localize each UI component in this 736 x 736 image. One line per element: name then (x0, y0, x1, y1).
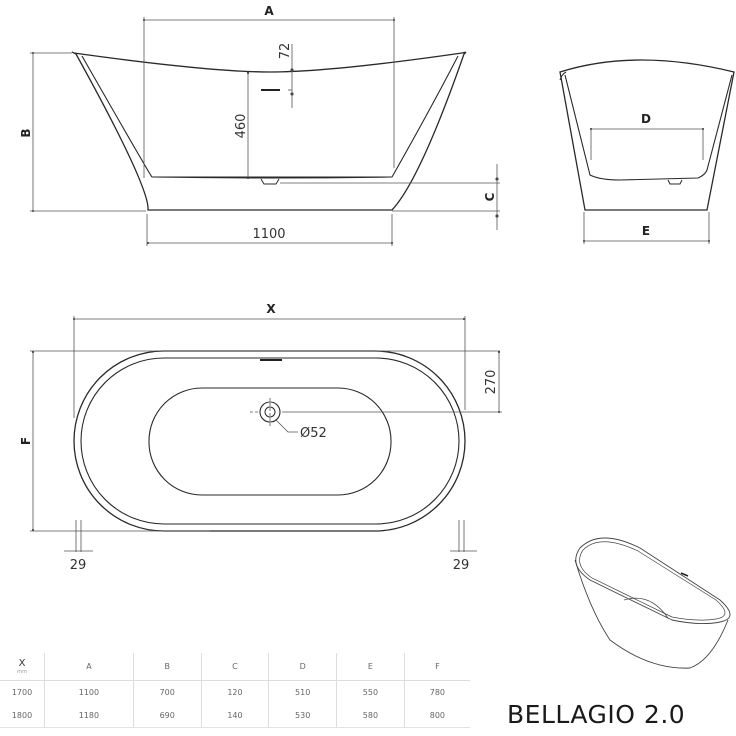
tub-end-outline (559, 59, 735, 211)
dim-base-length: 1100 (252, 227, 285, 242)
spec-table: X mm A B C D E F 1700 1100 700 120 510 5… (0, 653, 470, 728)
drain-outer-icon (259, 401, 281, 423)
end-view (559, 59, 735, 211)
cell-x: 1700 (11, 688, 33, 697)
dim-drain-diameter: Ø52 (300, 426, 327, 441)
cell-f: 800 (403, 704, 470, 728)
cell-b: 690 (132, 704, 202, 728)
side-view (71, 51, 467, 211)
tub-top-basin (148, 387, 392, 496)
dim-rim-left: 29 (70, 558, 87, 573)
top-view-dimensions (30, 316, 502, 552)
cell-f: 780 (403, 680, 470, 704)
side-view-dimensions (30, 17, 500, 246)
table-row: 1800 1180 690 140 530 580 800 (0, 704, 470, 728)
dim-label-b: B (19, 128, 33, 137)
cell-e: 550 (336, 680, 405, 704)
product-name: BELLAGIO 2.0 (507, 700, 686, 729)
cell-e: 580 (336, 704, 405, 728)
header-f: F (403, 653, 470, 681)
cell-c: 140 (200, 704, 269, 728)
header-e: E (336, 653, 405, 681)
dim-label-c: C (483, 192, 497, 201)
header-d: D (268, 653, 337, 681)
spec-table-header: X mm A B C D E F (0, 653, 470, 681)
dim-label-x: X (266, 302, 276, 316)
header-c: C (200, 653, 269, 681)
dim-label-d: D (641, 112, 651, 126)
table-row: 1700 1100 700 120 510 550 780 (0, 680, 470, 704)
dim-inner-depth: 460 (234, 114, 249, 139)
cell-c: 120 (200, 680, 269, 704)
cell-a: 1180 (44, 704, 134, 728)
cell-d: 530 (268, 704, 337, 728)
tub-top-outer-rim (73, 350, 466, 532)
perspective-body (574, 559, 729, 669)
tub-side-inner (81, 55, 459, 178)
cell-x: 1800 (0, 704, 45, 728)
dim-rim-right: 29 (453, 558, 470, 573)
drain-inner-icon (264, 406, 276, 418)
header-b: B (132, 653, 202, 681)
dim-drain-offset: 270 (484, 370, 499, 395)
cell-d: 510 (268, 680, 337, 704)
dim-label-a: A (264, 4, 274, 18)
dim-overflow-height: 72 (278, 43, 293, 60)
dim-label-e: E (642, 224, 650, 238)
perspective-rim (575, 537, 731, 625)
header-x: X mm (0, 653, 45, 681)
cell-a: 1100 (44, 680, 134, 704)
header-a: A (44, 653, 134, 681)
top-view (73, 350, 466, 532)
dim-label-f: F (19, 437, 33, 445)
tub-side-outline (71, 51, 467, 211)
perspective-view (574, 537, 731, 669)
cell-b: 700 (132, 680, 202, 704)
end-view-dimensions (582, 127, 711, 244)
tub-top-inner-rim (80, 357, 460, 525)
